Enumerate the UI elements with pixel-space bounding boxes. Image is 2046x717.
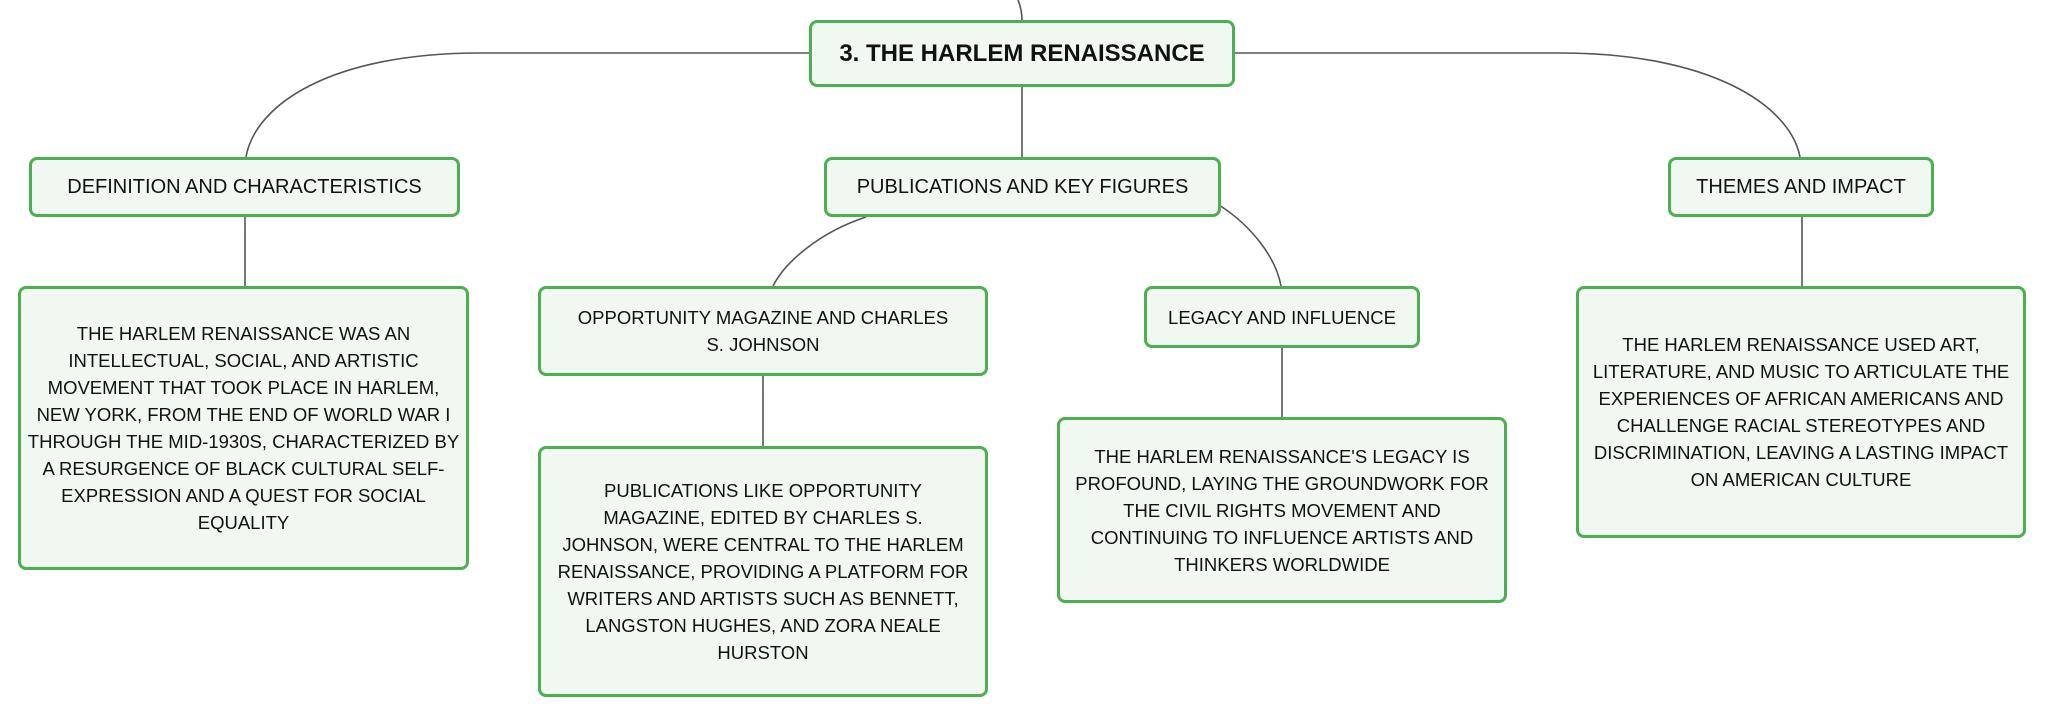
detail-opportunity-magazine[interactable]: PUBLICATIONS LIKE OPPORTUNITY MAGAZINE, … (538, 446, 988, 697)
root-node[interactable]: 3. THE HARLEM RENAISSANCE (809, 20, 1235, 87)
connector-root-to-definition (245, 52, 809, 158)
detail-definition[interactable]: THE HARLEM RENAISSANCE WAS AN INTELLECTU… (18, 286, 469, 570)
branch-label: PUBLICATIONS AND KEY FIGURES (856, 175, 1189, 198)
connector-root-to-themes (1235, 52, 1801, 158)
connector-publications-to-legacy (1218, 204, 1282, 287)
detail-legacy-and-influence[interactable]: THE HARLEM RENAISSANCE'S LEGACY IS PROFO… (1057, 417, 1507, 603)
root-title: 3. THE HARLEM RENAISSANCE (839, 39, 1205, 67)
subtopic-label: LEGACY AND INFLUENCE (1168, 306, 1396, 328)
detail-text: THE HARLEM RENAISSANCE WAS AN INTELLECTU… (27, 323, 460, 533)
subtopic-label: OPPORTUNITY MAGAZINE AND CHARLES S. JOHN… (577, 307, 949, 355)
subtopic-opportunity-magazine[interactable]: OPPORTUNITY MAGAZINE AND CHARLES S. JOHN… (538, 286, 988, 376)
branch-publications-and-key-figures[interactable]: PUBLICATIONS AND KEY FIGURES (824, 157, 1221, 217)
detail-text: THE HARLEM RENAISSANCE'S LEGACY IS PROFO… (1075, 445, 1489, 575)
detail-text: PUBLICATIONS LIKE OPPORTUNITY MAGAZINE, … (557, 480, 969, 663)
branch-definition-and-characteristics[interactable]: DEFINITION AND CHARACTERISTICS (29, 157, 460, 217)
detail-text: THE HARLEM RENAISSANCE USED ART, LITERAT… (1592, 334, 2010, 490)
detail-themes-and-impact[interactable]: THE HARLEM RENAISSANCE USED ART, LITERAT… (1576, 286, 2026, 538)
branch-themes-and-impact[interactable]: THEMES AND IMPACT (1668, 157, 1934, 217)
branch-label: THEMES AND IMPACT (1696, 175, 1906, 198)
connector-parent-to-root (1017, 0, 1023, 21)
subtopic-legacy-and-influence[interactable]: LEGACY AND INFLUENCE (1144, 286, 1420, 348)
branch-label: DEFINITION AND CHARACTERISTICS (67, 175, 422, 198)
connector-publications-to-opportunity (772, 216, 867, 287)
